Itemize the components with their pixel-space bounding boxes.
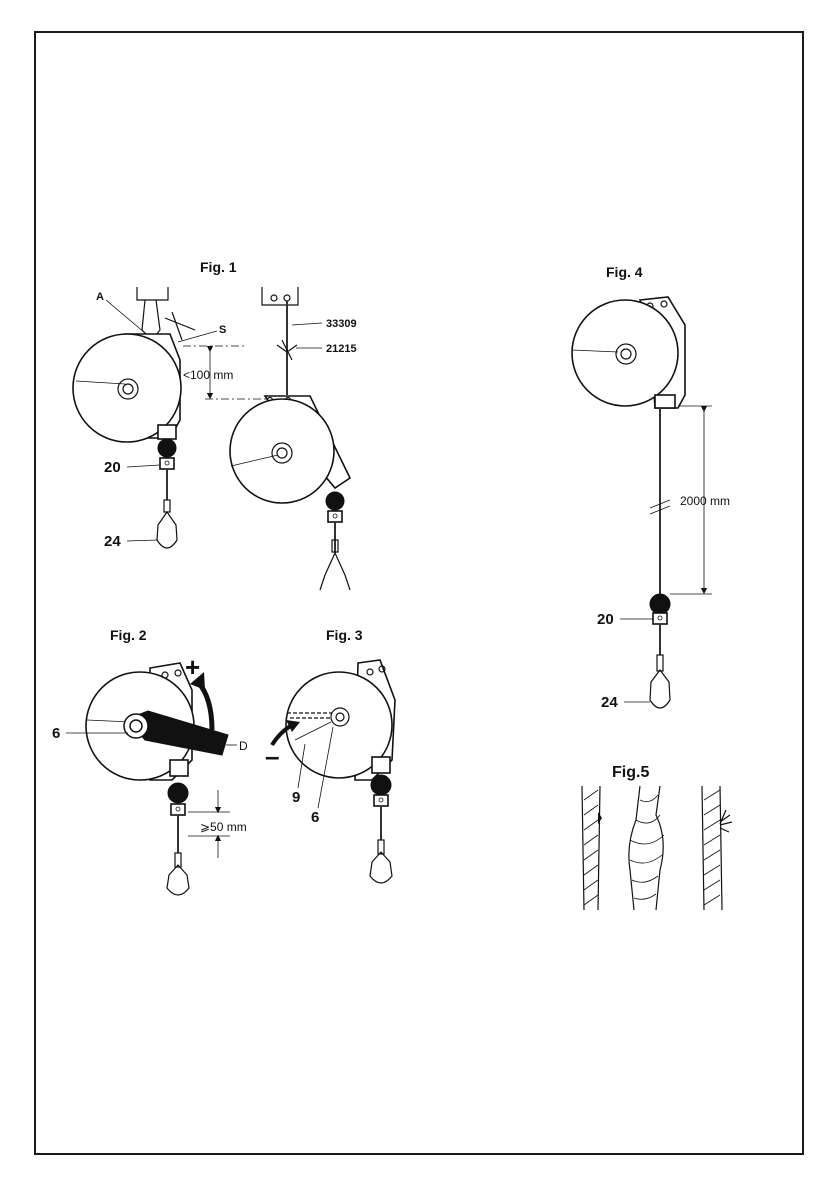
fig1-dimension: <100 mm: [183, 346, 270, 399]
fig1-right-balancer: 33309 21215: [230, 287, 357, 590]
label-6b: 6: [311, 809, 319, 826]
code-21215: 21215: [326, 343, 357, 355]
fig1-right-drum: [230, 399, 334, 503]
label-24b: 24: [601, 694, 618, 711]
figure-4: Fig. 4 2000 mm 20 24: [572, 264, 730, 711]
dimension-50mm: ⩾50 mm: [200, 820, 247, 834]
fig5-title: Fig.5: [612, 764, 649, 781]
label-9: 9: [292, 789, 300, 806]
label-A: A: [96, 291, 104, 303]
label-6: 6: [52, 725, 60, 742]
fig4-title: Fig. 4: [606, 264, 643, 280]
fig3-title: Fig. 3: [326, 627, 363, 643]
ceiling-bracket: [137, 287, 168, 300]
rope-damage-kink: [582, 786, 602, 910]
plus-sign: +: [185, 652, 200, 682]
dimension-100mm: <100 mm: [183, 368, 233, 382]
fig4-drum: [572, 300, 678, 406]
fig1-left-balancer: A S 20 24: [73, 287, 226, 550]
fig1-title: Fig. 1: [200, 259, 237, 275]
label-24: 24: [104, 533, 121, 550]
rope-damage-broken-wires: [702, 786, 732, 910]
tension-arrow: [198, 682, 212, 730]
code-33309: 33309: [326, 318, 357, 330]
label-D: D: [239, 739, 248, 753]
figure-3: Fig. 3 – 9 6: [265, 627, 395, 883]
cable-stop-ball: [158, 439, 176, 457]
carabiner: [157, 512, 177, 548]
figure-1: Fig. 1 A S 20 24: [73, 259, 357, 590]
label-20b: 20: [597, 611, 614, 628]
label-20: 20: [104, 459, 121, 476]
minus-sign: –: [265, 741, 279, 771]
fig2-title: Fig. 2: [110, 627, 147, 643]
label-S: S: [219, 324, 226, 336]
figure-2: Fig. 2 + 6 D ⩾50 mm: [52, 627, 248, 895]
rope-damage-birdcage: [629, 786, 664, 910]
figure-5: Fig.5: [582, 764, 732, 910]
ceiling-bracket-2: [262, 287, 298, 305]
dimension-2000mm: 2000 mm: [680, 494, 730, 508]
